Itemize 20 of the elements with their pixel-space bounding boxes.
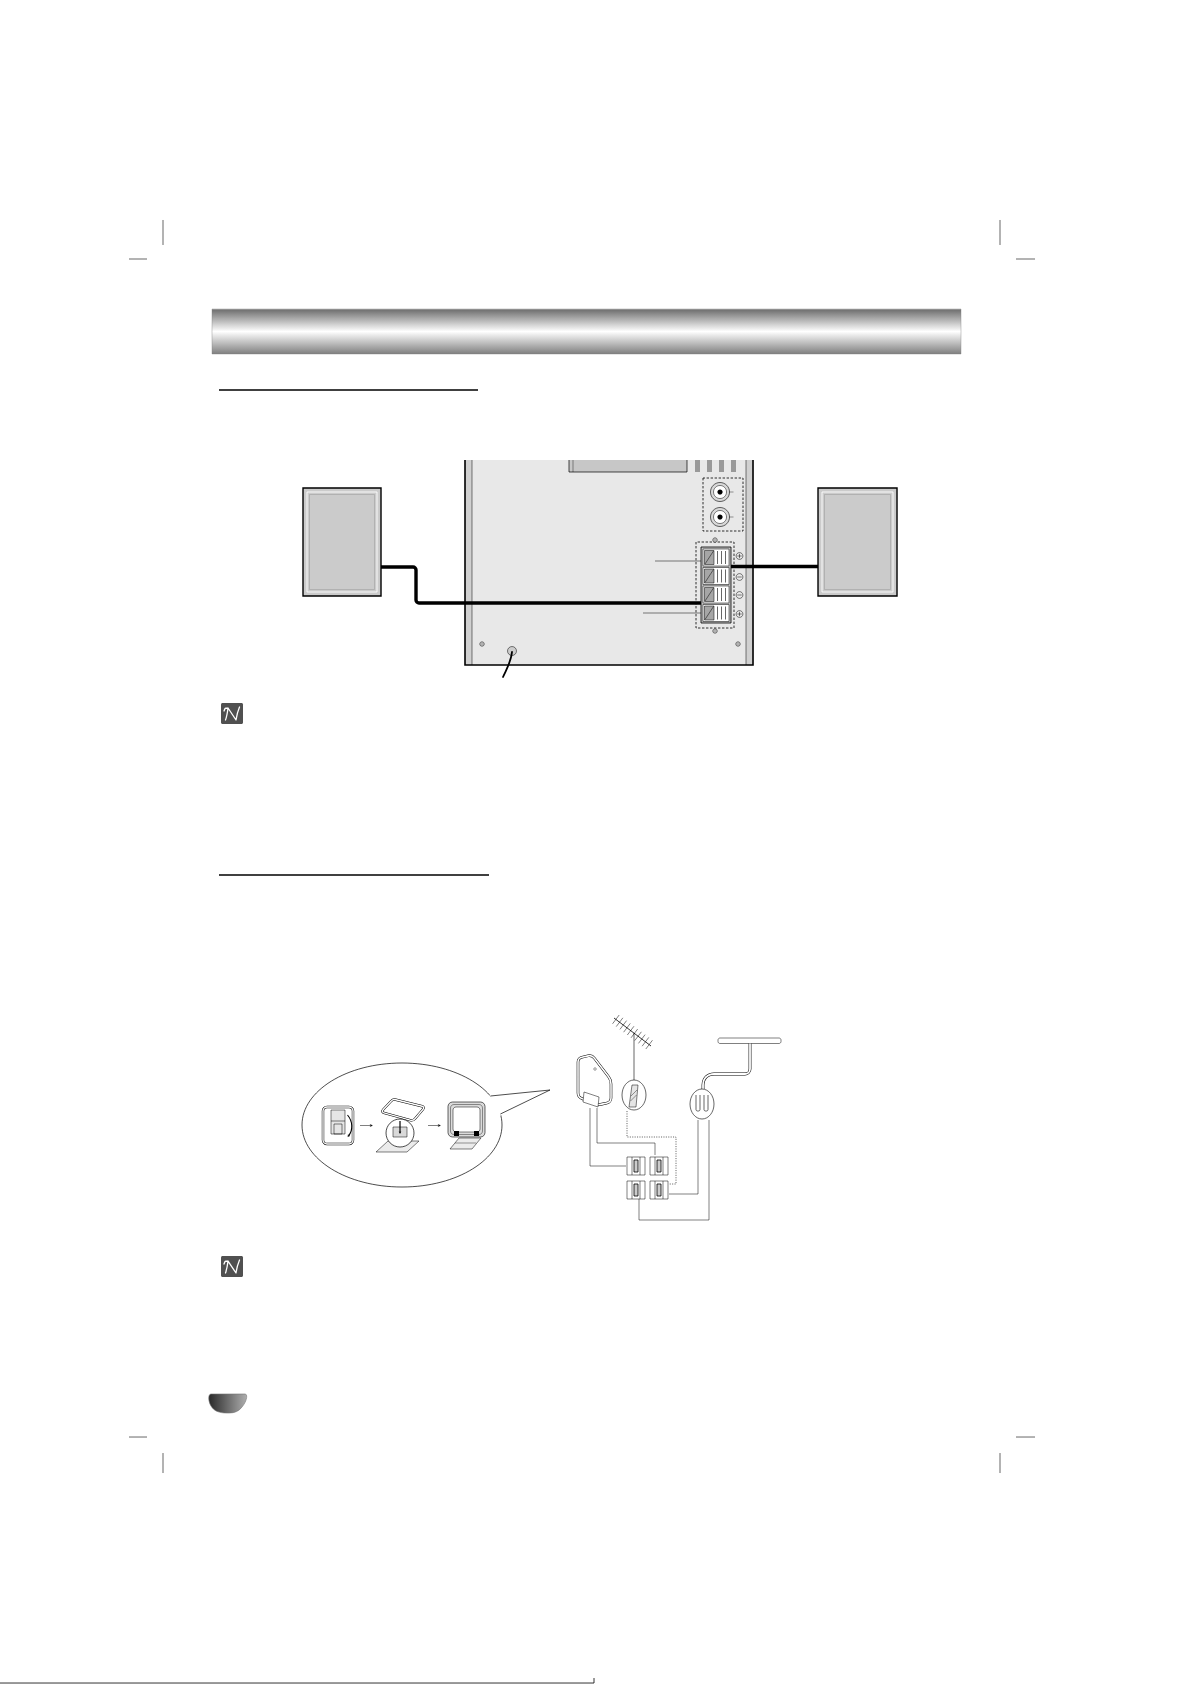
speaker-cable [381,565,701,605]
antenna-wire [638,1119,710,1221]
antenna-cable [626,1110,677,1185]
loop-antenna [576,1054,613,1108]
antenna-terminal-block [626,1156,669,1200]
antenna-wire [668,1119,699,1195]
folded-loop-antenna [321,1105,355,1146]
speaker [817,487,898,597]
standing-loop-antenna [447,1101,486,1150]
antenna-wire [596,1107,656,1156]
wire-antenna [689,1037,782,1120]
stand-insertion-drawing [375,1098,425,1153]
step-arrow [427,1124,441,1127]
leader-line [654,560,702,562]
speaker-cable [731,564,818,569]
leader-line [642,612,702,614]
antenna-wire [589,1107,627,1167]
outdoor-antenna [612,1014,653,1111]
step-arrow [359,1124,373,1127]
speaker [302,487,382,597]
